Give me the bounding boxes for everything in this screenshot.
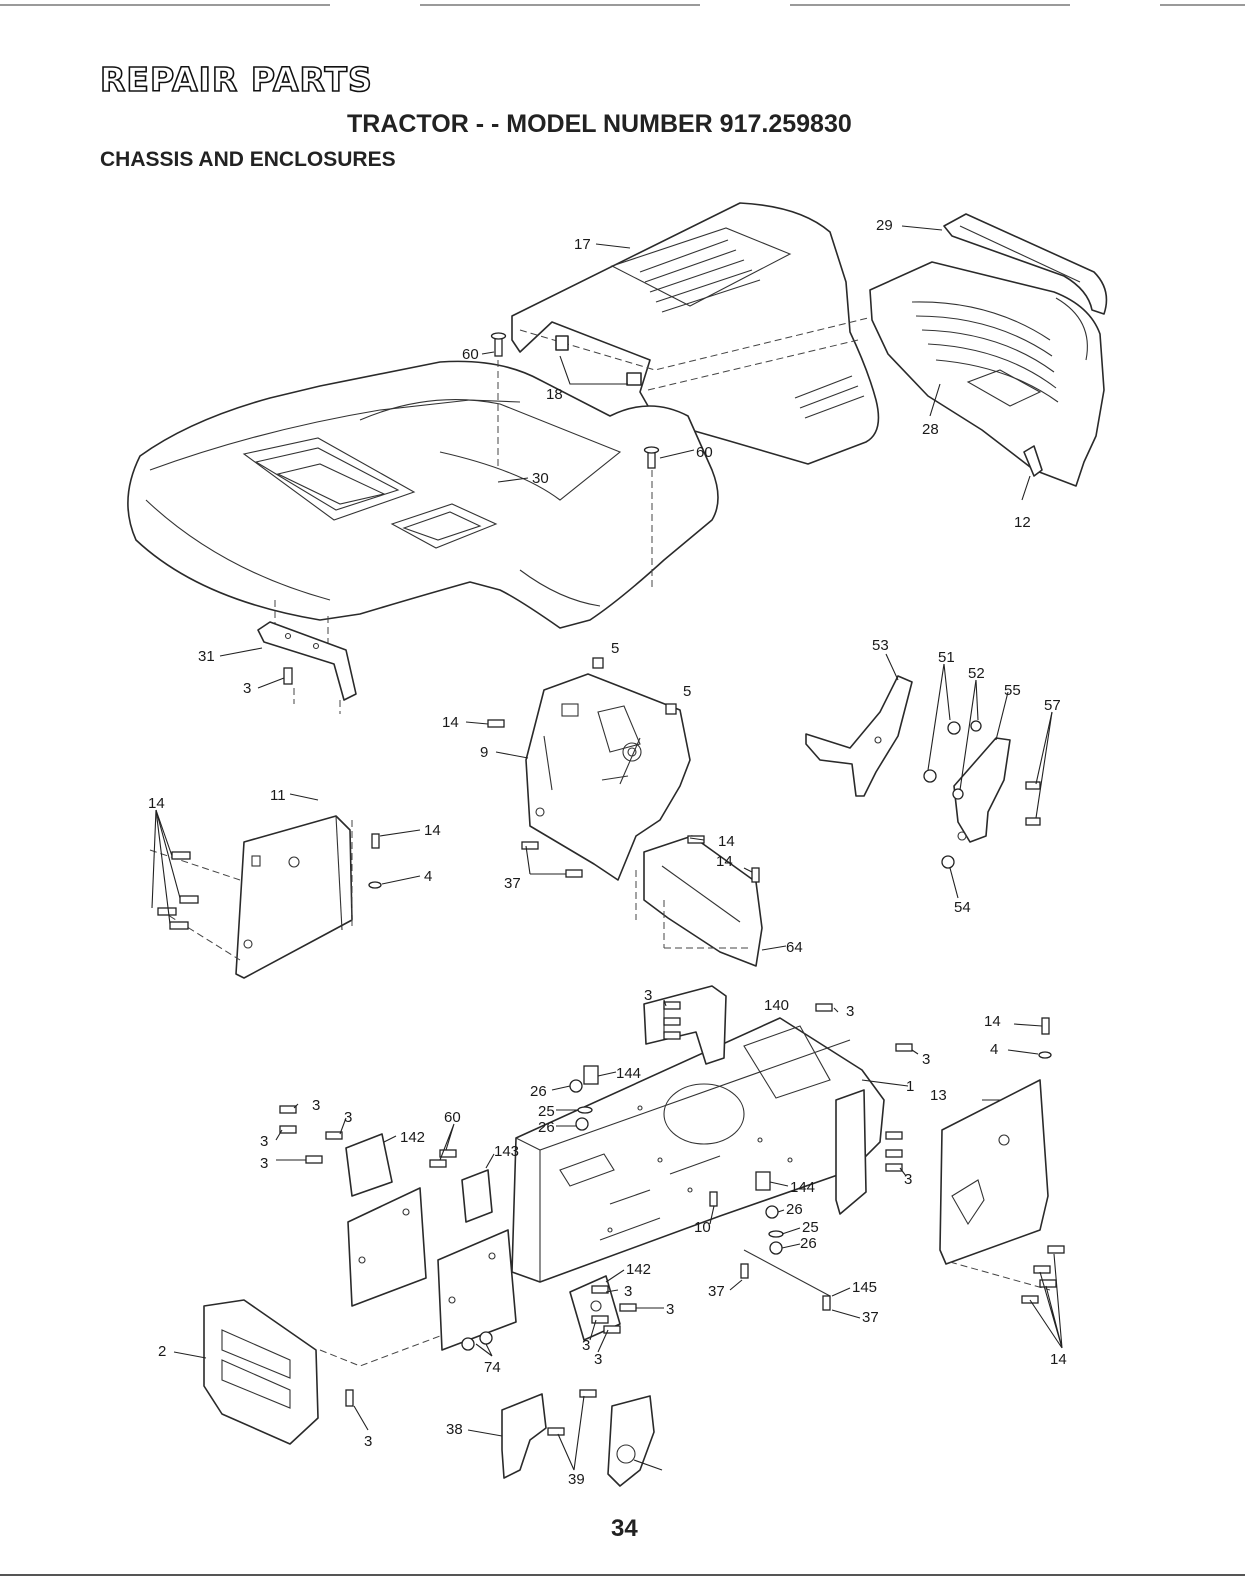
grille-part <box>870 262 1104 486</box>
callout-3: 3 <box>594 1351 602 1368</box>
callout-37: 37 <box>504 875 521 892</box>
callout-29: 29 <box>876 217 893 234</box>
callout-14: 14 <box>984 1013 1001 1030</box>
callout-57: 57 <box>1044 697 1061 714</box>
callout-14: 14 <box>718 833 735 850</box>
hood-bracket-53-part <box>806 676 912 796</box>
callout-64: 64 <box>786 939 803 956</box>
callout-143: 143 <box>494 1143 519 1160</box>
callout-30: 30 <box>532 470 549 487</box>
callout-14: 14 <box>1050 1351 1067 1368</box>
callout-17: 17 <box>574 236 591 253</box>
main-frame-part <box>512 1018 884 1282</box>
callout-145: 145 <box>852 1279 877 1296</box>
callout-38: 38 <box>446 1421 463 1438</box>
front-plate-part <box>204 1300 440 1444</box>
callout-53: 53 <box>872 637 889 654</box>
callout-60: 60 <box>696 444 713 461</box>
callout-11: 11 <box>270 787 286 804</box>
callout-3: 3 <box>243 680 251 697</box>
callout-26: 26 <box>786 1201 803 1218</box>
callout-3: 3 <box>922 1051 930 1068</box>
callout-60: 60 <box>462 346 479 363</box>
callout-10: 10 <box>694 1219 711 1236</box>
axle-plate-lower-part <box>438 1230 516 1350</box>
callout-52: 52 <box>968 665 985 682</box>
callout-12: 12 <box>1014 514 1031 531</box>
callout-5: 5 <box>611 640 619 657</box>
bracket-38-part <box>502 1394 546 1478</box>
callout-3: 3 <box>364 1433 372 1450</box>
callout-14: 14 <box>442 714 459 731</box>
callout-144: 144 <box>790 1179 815 1196</box>
hood-bracket-55-part <box>924 721 1040 868</box>
callout-37: 37 <box>862 1309 879 1326</box>
bracket-143-part <box>462 1170 492 1222</box>
callout-28: 28 <box>922 421 939 438</box>
callout-142: 142 <box>626 1261 651 1278</box>
callout-55: 55 <box>1004 682 1021 699</box>
callout-14: 14 <box>424 822 441 839</box>
callout-144: 144 <box>616 1065 641 1082</box>
callout-1: 1 <box>906 1078 914 1095</box>
callout-14: 14 <box>148 795 165 812</box>
callout-3: 3 <box>260 1155 268 1172</box>
callout-18: 18 <box>546 386 563 403</box>
frame-bracket-140-part <box>644 986 726 1064</box>
callout-3: 3 <box>260 1133 268 1150</box>
side-panel-right-part <box>940 1018 1051 1290</box>
callout-9: 9 <box>480 744 488 761</box>
callout-26: 26 <box>530 1083 547 1100</box>
callout-60: 60 <box>444 1109 461 1126</box>
callout-51: 51 <box>938 649 955 666</box>
callout-25: 25 <box>538 1103 555 1120</box>
callout-3: 39 <box>568 1471 585 1488</box>
callout-26: 26 <box>800 1235 817 1252</box>
page-number: 34 <box>611 1515 638 1543</box>
bracket-39-part <box>608 1396 654 1486</box>
callout-3: 3 <box>624 1283 632 1300</box>
bracket-64-part <box>636 836 762 966</box>
axle-bracket-142-upper-part <box>346 1134 426 1306</box>
callout-25: 25 <box>802 1219 819 1236</box>
callout-5: 5 <box>683 683 691 700</box>
callout-3: 3 <box>582 1337 590 1354</box>
callout-3: 3 <box>344 1109 352 1126</box>
callout-74: 74 <box>484 1359 501 1376</box>
callout-13: 13 <box>930 1087 947 1104</box>
callout-31: 31 <box>198 648 215 665</box>
bottom-rule <box>0 1574 1245 1576</box>
callout-140: 140 <box>764 997 789 1014</box>
callout-3: 3 <box>312 1097 320 1114</box>
callout-26: 26 <box>538 1119 555 1136</box>
callout-4: 4 <box>424 868 432 885</box>
callout-4: 4 <box>990 1041 998 1058</box>
fender-part <box>128 361 718 628</box>
callout-142: 142 <box>400 1129 425 1146</box>
callout-2: 2 <box>158 1343 166 1360</box>
callout-54: 54 <box>954 899 971 916</box>
callout-3: 3 <box>846 1003 854 1020</box>
callout-3: 3 <box>904 1171 912 1188</box>
callout-3: 3 <box>644 987 652 1004</box>
callout-14: 14 <box>716 853 733 870</box>
rod-145-part <box>744 1250 830 1296</box>
callout-37: 37 <box>708 1283 725 1300</box>
callout-3: 3 <box>666 1301 674 1318</box>
